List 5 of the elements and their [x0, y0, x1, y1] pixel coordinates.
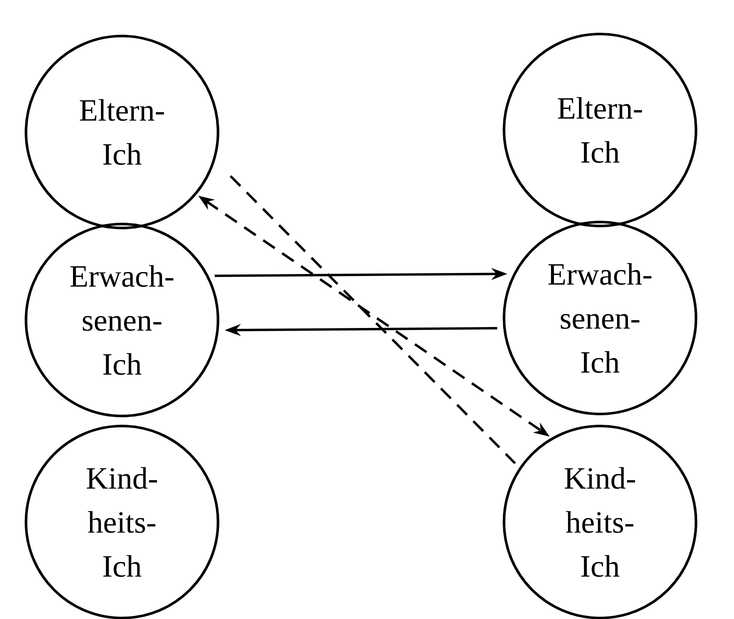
circle-node: Erwach- senen- Ich	[502, 220, 698, 416]
circle-node: Erwach- senen- Ich	[24, 222, 220, 418]
dashed-line	[230, 175, 516, 464]
circle-node: Eltern- Ich	[502, 32, 698, 228]
circle-node: Eltern- Ich	[24, 34, 220, 230]
